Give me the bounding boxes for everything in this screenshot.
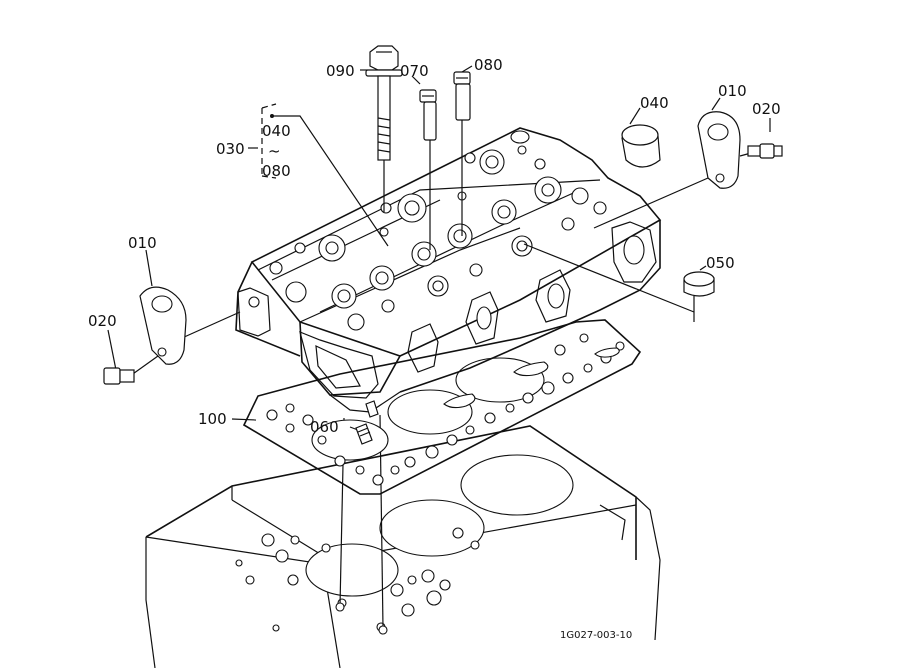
- plug-050: [683, 271, 715, 297]
- leader-lines: [107, 65, 771, 431]
- valve-guide-070: [419, 89, 437, 141]
- plug-040: [621, 124, 661, 168]
- cylinder-bore-1: [305, 543, 399, 597]
- bolt-020-left: [103, 367, 135, 385]
- callout-labels: 090 070 080 040 010 020 030 040 ~ 080 01…: [88, 56, 781, 641]
- callout-010-right: 010: [718, 82, 747, 100]
- end-face-left: [237, 287, 271, 337]
- callout-100: 100: [198, 410, 227, 428]
- cylinder-block: [145, 425, 661, 668]
- valve-guide-080: [453, 71, 471, 121]
- head-bolt-090: [365, 45, 403, 161]
- head-gasket: [242, 319, 642, 495]
- callout-090: 090: [326, 62, 355, 80]
- callout-050: 050: [706, 254, 735, 272]
- figure-id: 1G027-003-10: [560, 630, 632, 641]
- callout-020-left: 020: [88, 312, 117, 330]
- hanger-plate-010-right: [697, 111, 741, 189]
- callout-030: 030: [216, 140, 245, 158]
- cylinder-head: [235, 127, 662, 413]
- assembly-bracket-030: [261, 103, 277, 179]
- callout-010-left: 010: [128, 234, 157, 252]
- callout-020-right: 020: [752, 100, 781, 118]
- callout-060: 060: [310, 418, 339, 436]
- cylinder-bore-2: [379, 499, 485, 557]
- callout-range-separator: ~: [268, 142, 281, 160]
- callout-040-range: 040: [262, 122, 291, 140]
- callout-040: 040: [640, 94, 669, 112]
- cylinder-bore-3: [460, 454, 574, 516]
- dowel-pin-060: [355, 400, 379, 445]
- callout-080: 080: [474, 56, 503, 74]
- hanger-plate-010-left: [139, 286, 187, 365]
- callout-080-range: 080: [262, 162, 291, 180]
- bolt-020-right: [747, 143, 783, 159]
- callout-070: 070: [400, 62, 429, 80]
